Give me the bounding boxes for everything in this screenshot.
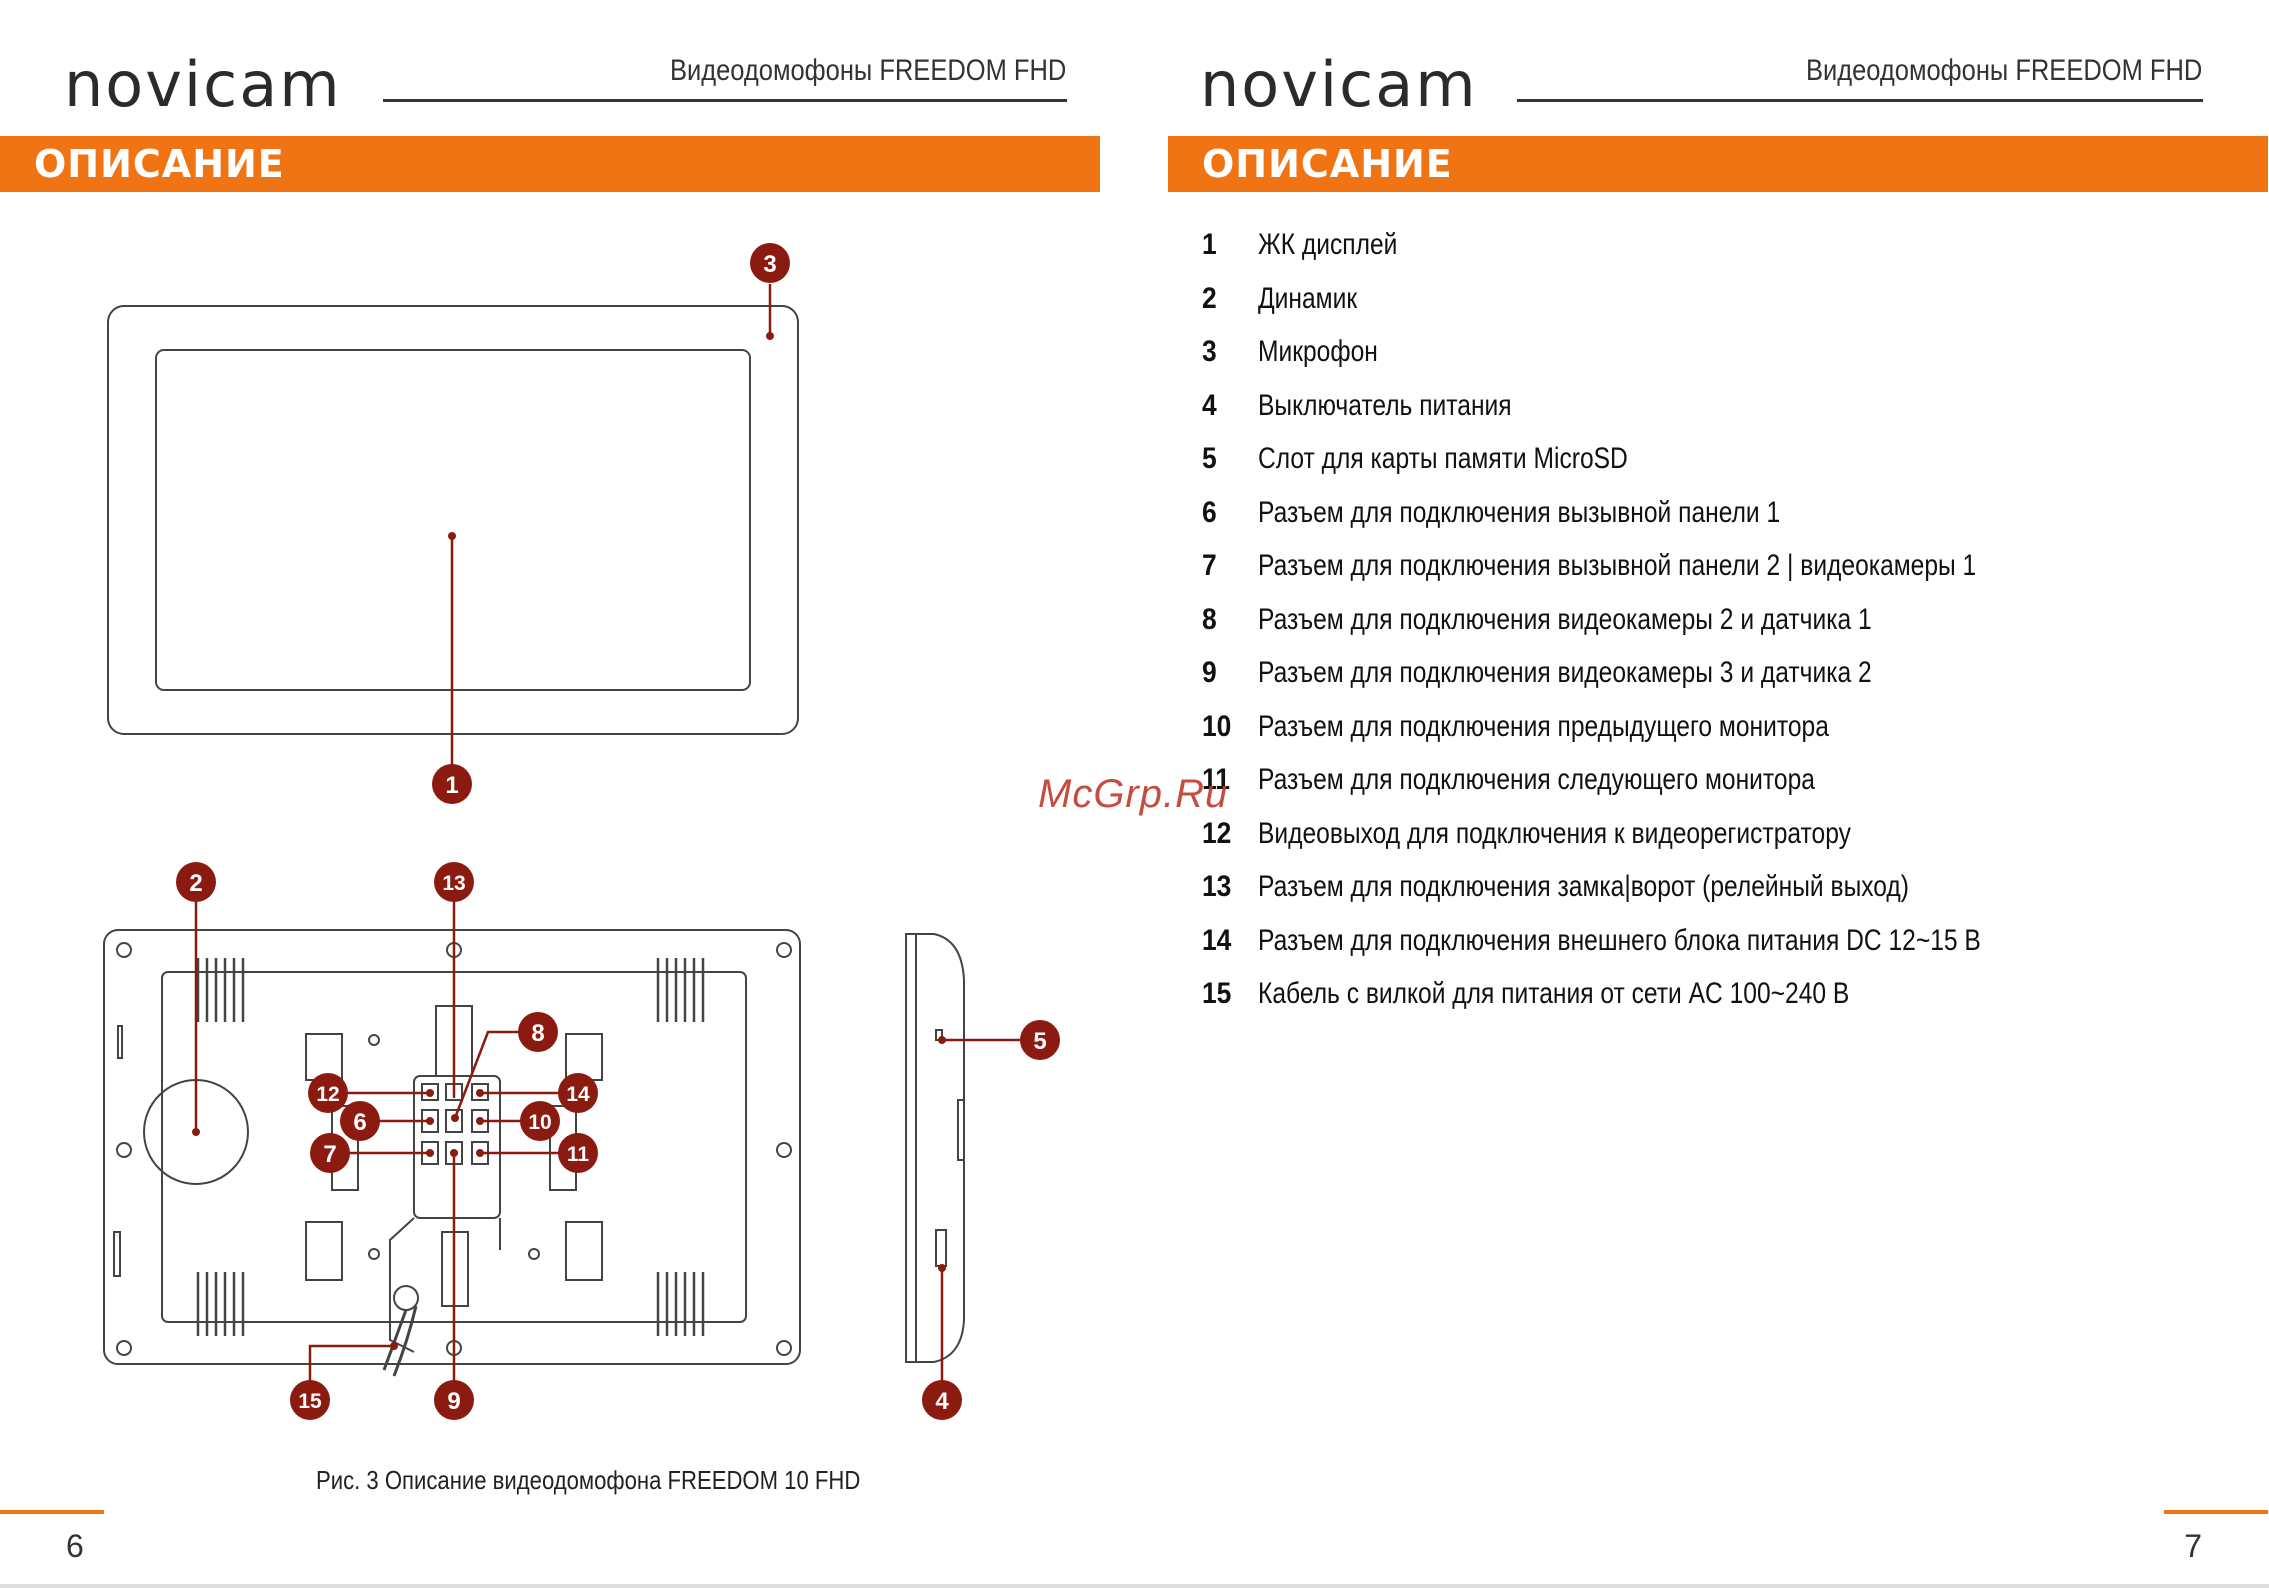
page-number: 7 — [2184, 1528, 2202, 1564]
legend-number: 8 — [1202, 602, 1217, 636]
svg-text:4: 4 — [935, 1388, 949, 1415]
svg-text:15: 15 — [298, 1390, 322, 1413]
section-title: ОПИСАНИЕ — [34, 142, 285, 186]
callout-11: 11 — [558, 1133, 598, 1173]
legend-number: 7 — [1202, 549, 1217, 582]
legend-number: 9 — [1202, 656, 1217, 689]
connectors — [421, 1083, 489, 1165]
section-title: ОПИСАНИЕ — [1202, 142, 1453, 186]
callout-1: 1 — [432, 764, 472, 804]
cable-channel — [389, 1217, 501, 1353]
legend-text: Разъем для подключения замка|ворот (реле… — [1258, 870, 1909, 903]
right-page: novicam Видеодомофоны FREEDOM FHD ОПИСАН… — [1134, 0, 2268, 1588]
header-title: Видеодомофоны FREEDOM FHD — [1805, 54, 2202, 87]
svg-text:3: 3 — [763, 251, 776, 278]
callout-6: 6 — [340, 1101, 380, 1141]
callout-12: 12 — [308, 1073, 348, 1113]
legend-number: 1 — [1202, 228, 1217, 261]
legend-number: 10 — [1202, 709, 1232, 743]
connector-block — [413, 1075, 501, 1219]
header-rule — [383, 99, 1067, 102]
legend-text: Разъем для подключения вызывной панели 2… — [1258, 549, 1977, 582]
legend-number: 2 — [1202, 281, 1217, 315]
callout-14: 14 — [558, 1073, 598, 1113]
legend-number: 13 — [1202, 870, 1232, 903]
monitor-back — [103, 929, 801, 1365]
device-diagram: 1 2 3 4 5 6 7 8 — [103, 243, 1060, 1420]
callout-13: 13 — [434, 862, 474, 902]
legend-text: Разъем для подключения видеокамеры 2 и д… — [1258, 602, 1872, 636]
vent-bottom-right — [656, 1272, 705, 1336]
header-title: Видеодомофоны FREEDOM FHD — [669, 54, 1066, 87]
header-rule — [1517, 99, 2203, 102]
vent-top-left — [196, 958, 245, 1022]
svg-text:11: 11 — [567, 1143, 590, 1166]
svg-text:1: 1 — [445, 772, 458, 799]
legend-text: Динамик — [1258, 281, 1358, 315]
monitor-side — [905, 933, 965, 1363]
legend-text: Разъем для подключения следующего монито… — [1258, 763, 1815, 796]
svg-text:6: 6 — [353, 1109, 366, 1136]
watermark: McGrp.Ru — [1038, 772, 1229, 816]
legend-text: Разъем для подключения внешнего блока пи… — [1258, 923, 1981, 957]
legend-number: 15 — [1202, 977, 1232, 1010]
vent-top-right — [656, 958, 705, 1022]
vent-bottom-left — [196, 1272, 245, 1336]
svg-text:7: 7 — [323, 1141, 336, 1168]
legend-text: ЖК дисплей — [1258, 228, 1398, 261]
callout-7: 7 — [310, 1133, 350, 1173]
svg-text:14: 14 — [566, 1083, 590, 1106]
svg-text:10: 10 — [528, 1111, 551, 1134]
legend-text: Разъем для подключения вызывной панели 1 — [1258, 495, 1781, 529]
callout-15: 15 — [290, 1380, 330, 1420]
callout-5: 5 — [1020, 1020, 1060, 1060]
legend-text: Видеовыход для подключения к видеорегист… — [1258, 816, 1851, 850]
svg-text:12: 12 — [316, 1083, 339, 1106]
callout-2: 2 — [176, 862, 216, 902]
footer-accent-line — [0, 1510, 104, 1514]
left-page: novicam Видеодомофоны FREEDOM FHD ОПИСАН… — [0, 0, 1134, 1588]
brand-logo: novicam — [64, 48, 342, 121]
legend-text: Выключатель питания — [1258, 388, 1512, 422]
legend-text: Слот для карты памяти MicroSD — [1258, 442, 1628, 475]
legend-text: Микрофон — [1258, 335, 1378, 368]
callout-9: 9 — [434, 1380, 474, 1420]
callout-10: 10 — [520, 1101, 560, 1141]
page-number: 6 — [66, 1528, 84, 1564]
callout-4: 4 — [922, 1380, 962, 1420]
svg-text:2: 2 — [189, 870, 202, 897]
legend-number: 6 — [1202, 495, 1217, 529]
footer-accent-line — [2164, 1510, 2268, 1514]
brand-logo: novicam — [1200, 48, 1478, 121]
legend-text: Разъем для подключения предыдущего монит… — [1258, 709, 1829, 743]
callout-3: 3 — [750, 243, 790, 283]
legend-number: 11 — [1202, 763, 1230, 796]
legend-text: Разъем для подключения видеокамеры 3 и д… — [1258, 656, 1872, 689]
callout-8: 8 — [518, 1012, 558, 1052]
section-band: ОПИСАНИЕ — [1168, 136, 2268, 192]
legend-number: 12 — [1202, 816, 1232, 850]
legend-number: 5 — [1202, 442, 1217, 475]
svg-text:9: 9 — [447, 1388, 460, 1415]
bottom-rule — [0, 1584, 2269, 1588]
legend-text: Кабель с вилкой для питания от сети AC 1… — [1258, 977, 1850, 1010]
power-cable — [382, 1309, 408, 1371]
legend-number: 4 — [1202, 388, 1217, 422]
svg-text:5: 5 — [1033, 1028, 1046, 1055]
svg-text:13: 13 — [442, 872, 465, 895]
legend-number: 14 — [1202, 923, 1232, 957]
figure-caption: Рис. 3 Описание видеодомофона FREEDOM 10… — [316, 1465, 861, 1495]
section-band: ОПИСАНИЕ — [0, 136, 1100, 192]
svg-text:8: 8 — [531, 1020, 544, 1047]
legend-number: 3 — [1202, 335, 1217, 368]
